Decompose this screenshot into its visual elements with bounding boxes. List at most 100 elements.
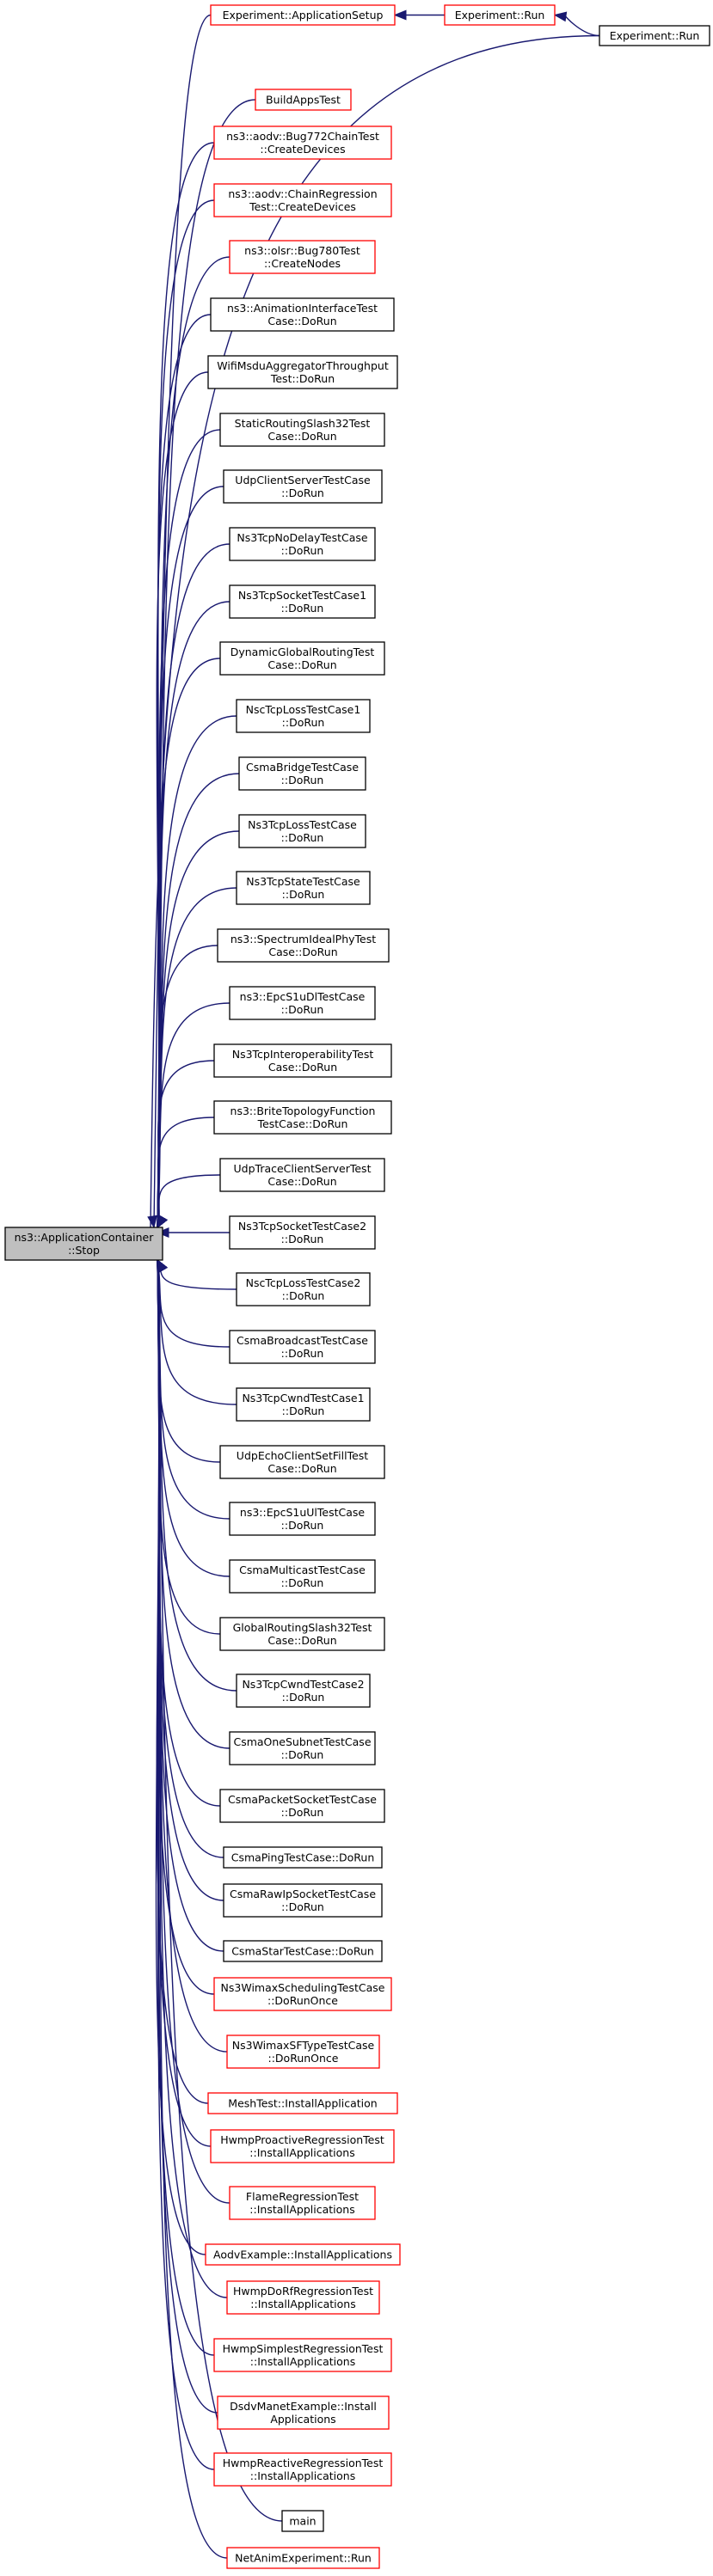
node-box xyxy=(236,1673,371,1708)
caller-node-ns3tcpsockettestcase1-dorun[interactable]: Ns3TcpSocketTestCase1::DoRun xyxy=(229,584,376,619)
node-label-line: ::DoRun xyxy=(282,716,325,729)
caller-node-csmapingtestcase-dorun[interactable]: CsmaPingTestCase::DoRun xyxy=(223,1846,383,1869)
edge-root-to-caller xyxy=(157,1117,215,1228)
root-node-application-container-stop[interactable]: ns3::ApplicationContainer::Stop xyxy=(4,1227,163,1261)
caller-node-netanimexperiment-run[interactable]: NetAnimExperiment::Run xyxy=(226,2547,380,2569)
edge-root-to-caller xyxy=(157,1259,224,1858)
node-label-line: HwmpSimplestRegressionTest xyxy=(223,2342,384,2355)
caller-node-nsctcplosstestcase2-dorun[interactable]: NscTcpLossTestCase2::DoRun xyxy=(236,1272,371,1306)
node-box xyxy=(599,25,710,46)
caller-node-meshtest-installapplication[interactable]: MeshTest::InstallApplication xyxy=(207,2092,398,2114)
caller-node-csmarawipsockettestcase-dorun[interactable]: CsmaRawIpSocketTestCase::DoRun xyxy=(223,1883,383,1918)
node-label-line: DsdvManetExample::Install xyxy=(230,2400,377,2413)
caller-node-ns3-britetopologyfunction-testcase-dorun[interactable]: ns3::BriteTopologyFunctionTestCase::DoRu… xyxy=(213,1100,392,1135)
node-box xyxy=(219,413,385,447)
node-label-line: ::DoRun xyxy=(281,544,324,557)
node-box xyxy=(238,814,366,848)
caller-node-aodvexample-installapplications[interactable]: AodvExample::InstallApplications xyxy=(205,2243,401,2266)
caller-node-csmabroadcasttestcase-dorun[interactable]: CsmaBroadcastTestCase::DoRun xyxy=(229,1330,376,1364)
caller-node-hwmpdorfregressiontest-installapplications[interactable]: HwmpDoRfRegressionTest::InstallApplicati… xyxy=(226,2280,380,2315)
node-box xyxy=(229,584,376,619)
caller-node-ns3tcpnodelaytestcase-dorun[interactable]: Ns3TcpNoDelayTestCase::DoRun xyxy=(229,527,376,561)
node-box xyxy=(217,928,390,963)
caller-node-hwmpreactiveregressiontest-installapplications[interactable]: HwmpReactiveRegressionTest::InstallAppli… xyxy=(213,2452,392,2487)
node-label-line: Applications xyxy=(270,2413,335,2426)
caller-node-ns3-epcs1uultestcase-dorun[interactable]: ns3::EpcS1uUlTestCase::DoRun xyxy=(229,1502,376,1536)
node-label-line: ns3::AnimationInterfaceTest xyxy=(227,302,378,315)
edges-layer xyxy=(147,9,600,2559)
node-label-line: Ns3TcpNoDelayTestCase xyxy=(237,531,367,544)
arrowhead xyxy=(553,11,568,22)
caller-node-ns3-aodv-bug772chaintest-createdevices[interactable]: ns3::aodv::Bug772ChainTest::CreateDevice… xyxy=(213,125,392,160)
caller-node-ns3tcpcwndtestcase1-dorun[interactable]: Ns3TcpCwndTestCase1::DoRun xyxy=(236,1387,371,1422)
node-label-line: Case::DoRun xyxy=(268,1061,337,1074)
caller-node-hwmpsimplestregressiontest-installapplications[interactable]: HwmpSimplestRegressionTest::InstallAppli… xyxy=(213,2338,392,2372)
caller-node-ns3tcpsockettestcase2-dorun[interactable]: Ns3TcpSocketTestCase2::DoRun xyxy=(229,1215,376,1250)
node-label-line: ::DoRun xyxy=(281,1233,324,1245)
node-box xyxy=(223,469,383,504)
caller-node-csmapacketsockettestcase-dorun[interactable]: CsmaPacketSocketTestCase::DoRun xyxy=(219,1789,385,1823)
node-label-line: Experiment::Run xyxy=(455,9,545,21)
edge-root-to-caller xyxy=(157,142,215,1228)
node-label-line: HwmpReactiveRegressionTest xyxy=(223,2457,384,2469)
node-label-line: ::InstallApplications xyxy=(249,2203,354,2216)
node-exprun2[interactable]: Experiment::Run xyxy=(599,25,710,46)
caller-node-csmamulticasttestcase-dorun[interactable]: CsmaMulticastTestCase::DoRun xyxy=(229,1559,376,1594)
node-box xyxy=(229,986,376,1020)
node-box xyxy=(444,4,556,26)
caller-node-ns3-epcs1udltestcase-dorun[interactable]: ns3::EpcS1uDlTestCase::DoRun xyxy=(229,986,376,1020)
node-box xyxy=(219,1789,385,1823)
node-label-line: ::DoRun xyxy=(281,831,324,844)
node-box xyxy=(238,756,366,791)
caller-node-main[interactable]: main xyxy=(281,2510,324,2532)
caller-node-udpclientservertestcase-dorun[interactable]: UdpClientServerTestCase::DoRun xyxy=(223,469,383,504)
node-label-line: ::DoRun xyxy=(281,1748,324,1761)
caller-node-ns3wimaxschedulingtestcase-dorunonce[interactable]: Ns3WimaxSchedulingTestCase::DoRunOnce xyxy=(213,1977,392,2011)
caller-node-buildappstest[interactable]: BuildAppsTest xyxy=(255,89,352,111)
caller-node-csmastartestcase-dorun[interactable]: CsmaStarTestCase::DoRun xyxy=(223,1940,383,1962)
caller-node-ns3tcplosstestcase-dorun[interactable]: Ns3TcpLossTestCase::DoRun xyxy=(238,814,366,848)
node-label-line: ::DoRun xyxy=(281,1519,324,1532)
arrowhead xyxy=(157,1215,168,1229)
caller-node-ns3tcpstatetestcase-dorun[interactable]: Ns3TcpStateTestCase::DoRun xyxy=(236,871,371,905)
node-label-line: CsmaPacketSocketTestCase xyxy=(228,1793,377,1806)
caller-node-ns3-aodv-chainregression-test-createdevices[interactable]: ns3::aodv::ChainRegressionTest::CreateDe… xyxy=(213,183,392,217)
node-label-line: BuildAppsTest xyxy=(266,94,341,107)
node-exprun1[interactable]: Experiment::Run xyxy=(444,4,556,26)
node-label-line: Case::DoRun xyxy=(268,945,337,958)
edge-root-to-caller xyxy=(157,429,221,1228)
caller-node-ns3-olsr-bug780test-createnodes[interactable]: ns3::olsr::Bug780Test::CreateNodes xyxy=(229,240,376,274)
node-label-line: ::DoRunOnce xyxy=(268,2052,339,2065)
node-box xyxy=(213,2452,392,2487)
node-label-line: MeshTest::InstallApplication xyxy=(228,2097,377,2110)
node-label-line: CsmaBroadcastTestCase xyxy=(237,1334,368,1347)
node-label-line: Ns3WimaxSchedulingTestCase xyxy=(221,1981,385,1994)
node-label-line: main xyxy=(289,2515,316,2528)
caller-node-flameregressiontest-installapplications[interactable]: FlameRegressionTest::InstallApplications xyxy=(229,2186,376,2220)
caller-node-nsctcplosstestcase1-dorun[interactable]: NscTcpLossTestCase1::DoRun xyxy=(236,699,371,733)
caller-node-hwmpproactiveregressiontest-installapplications[interactable]: HwmpProactiveRegressionTest::InstallAppl… xyxy=(210,2129,395,2163)
node-label-line: UdpEchoClientSetFillTest xyxy=(237,1449,368,1462)
caller-node-ns3tcpcwndtestcase2-dorun[interactable]: Ns3TcpCwndTestCase2::DoRun xyxy=(236,1673,371,1708)
edge-root-to-caller xyxy=(157,1259,230,1348)
caller-node-csmaonesubnettestcase-dorun[interactable]: CsmaOneSubnetTestCase::DoRun xyxy=(229,1731,376,1765)
caller-node-dsdvmanetexample-install-applications[interactable]: DsdvManetExample::InstallApplications xyxy=(217,2395,390,2430)
node-label-line: Case::DoRun xyxy=(267,315,336,327)
node-appsetup[interactable]: Experiment::ApplicationSetup xyxy=(210,4,396,26)
node-label-line: ::DoRun xyxy=(282,1289,325,1302)
node-label-line: Test::DoRun xyxy=(270,372,335,385)
node-label-line: AodvExample::InstallApplications xyxy=(213,2249,392,2261)
node-box xyxy=(229,1502,376,1536)
caller-node-csmabridgetestcase-dorun[interactable]: CsmaBridgeTestCase::DoRun xyxy=(238,756,366,791)
node-label-line: ::DoRun xyxy=(281,774,324,786)
caller-node-ns3wimaxsftypetestcase-dorunonce[interactable]: Ns3WimaxSFTypeTestCase::DoRunOnce xyxy=(226,2034,380,2069)
